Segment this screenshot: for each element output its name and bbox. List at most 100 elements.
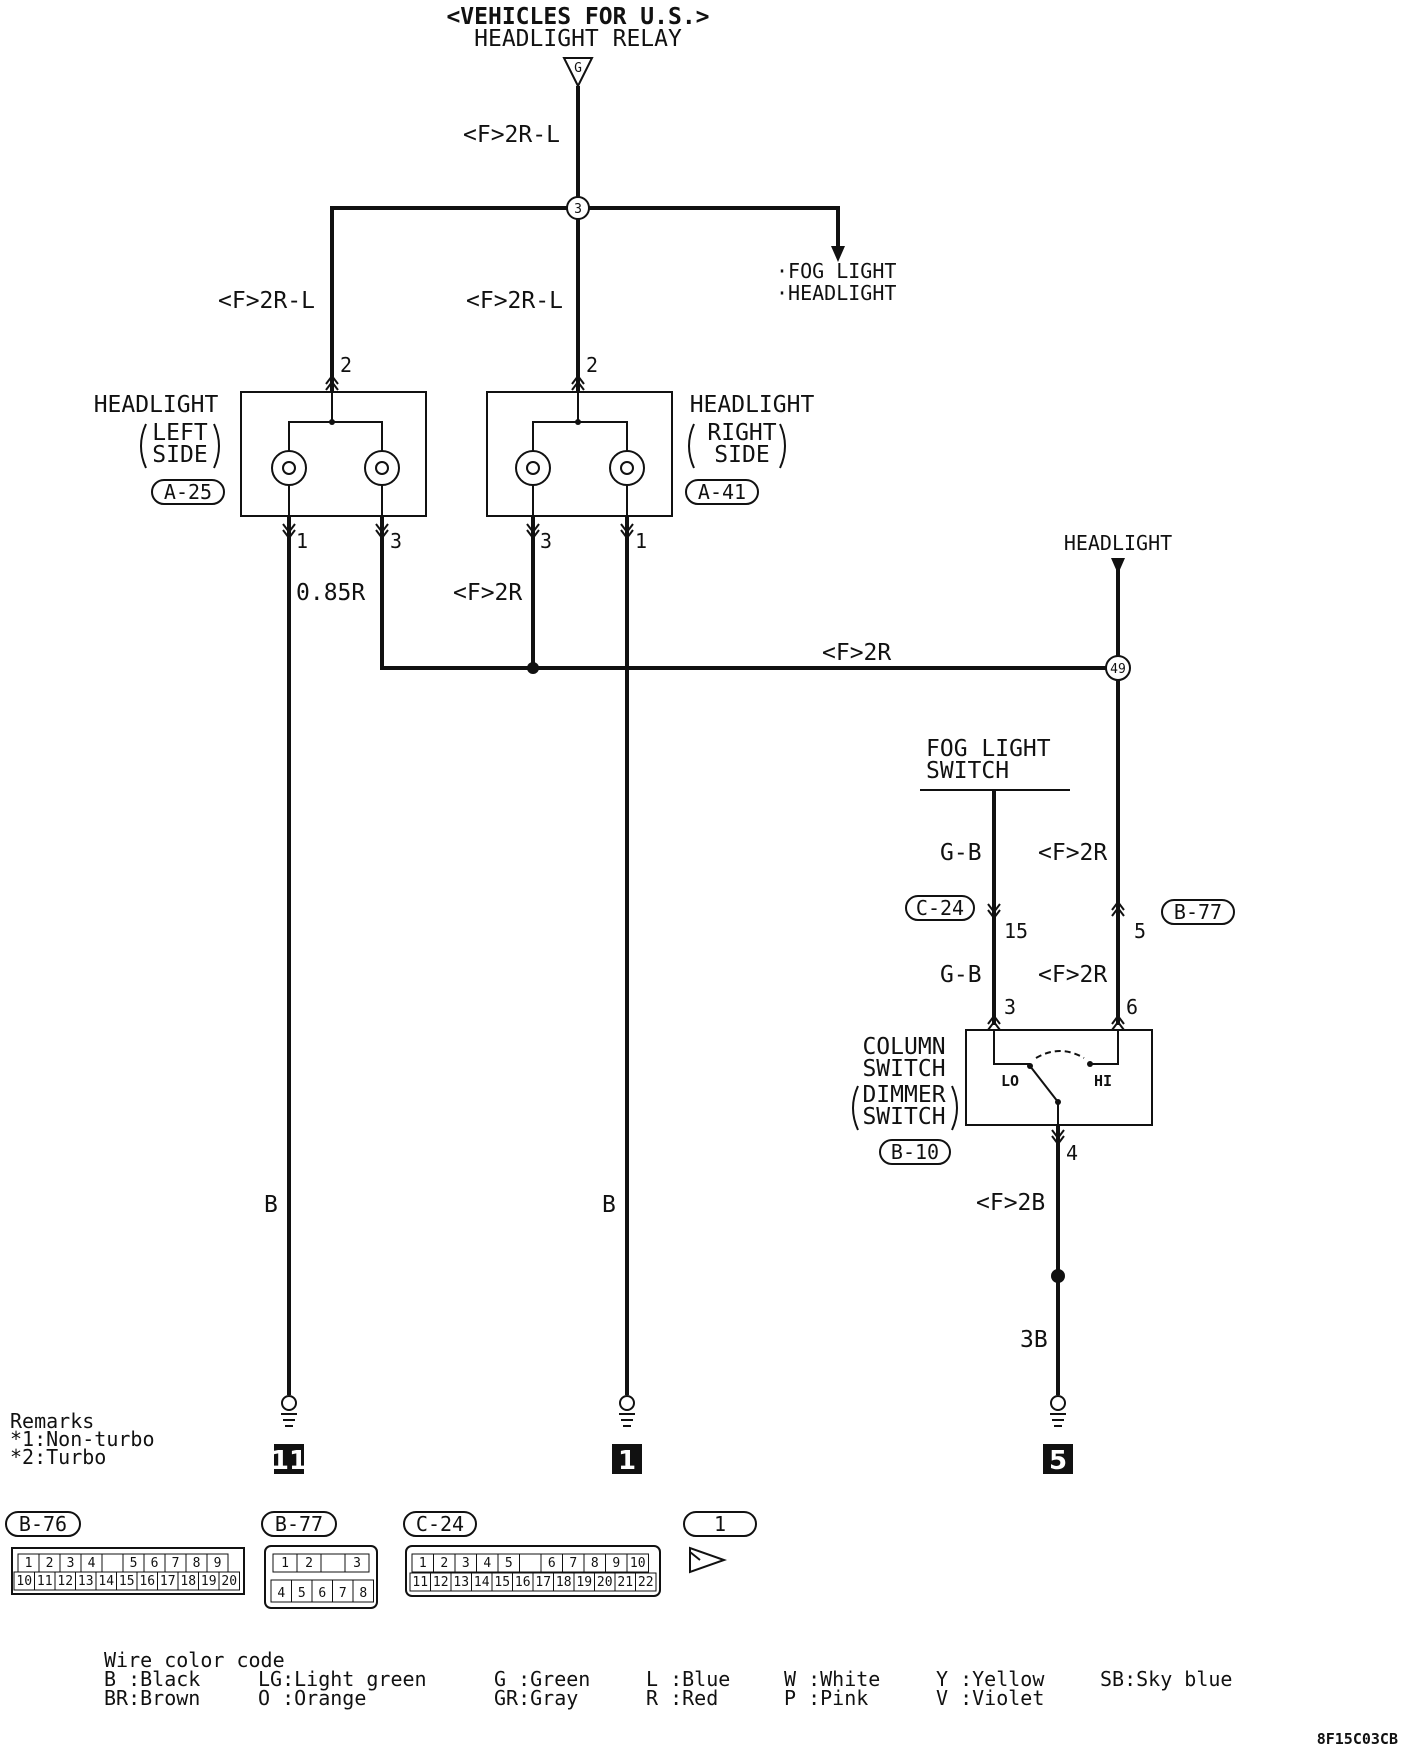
fog-light-switch: FOG LIGHT SWITCH C-24 B-77 15 5 — [905, 736, 1235, 943]
connector-pin: 14 — [474, 1575, 490, 1590]
svg-text:3: 3 — [1004, 995, 1016, 1019]
bulb-icon — [609, 450, 645, 486]
junction-3: 3 — [566, 196, 590, 220]
page-ref: 1 — [683, 1511, 757, 1574]
svg-text:R :Red: R :Red — [646, 1686, 718, 1710]
ground-point-icon — [274, 1444, 304, 1474]
svg-text:15: 15 — [1004, 919, 1028, 943]
connector-cell — [352, 1579, 374, 1603]
branch-fog: ·FOG LIGHT — [776, 259, 896, 283]
connector-pin: 8 — [193, 1556, 201, 1571]
svg-text:GR:Gray: GR:Gray — [494, 1686, 578, 1710]
wire-label: B — [602, 1192, 616, 1218]
connector-pin: 6 — [318, 1586, 326, 1601]
connector-pin: 3 — [462, 1556, 470, 1571]
svg-text:C-24: C-24 — [916, 896, 964, 920]
connector-pin: 5 — [130, 1556, 138, 1571]
connector-cell — [344, 1553, 370, 1573]
wire-label: <F>2R-L — [463, 122, 560, 148]
svg-text:SB:Sky blue: SB:Sky blue — [1100, 1667, 1232, 1691]
svg-text:4: 4 — [1066, 1141, 1078, 1165]
connector-pin: 21 — [617, 1575, 633, 1590]
svg-text:G: G — [574, 61, 582, 76]
triangle-arrow-icon — [689, 1546, 728, 1574]
connector-pin: 19 — [201, 1574, 217, 1589]
connector-pin: 9 — [612, 1556, 620, 1571]
wire-label: <F>2B — [976, 1190, 1045, 1216]
ground-right: 5 — [1043, 1395, 1073, 1476]
connector-pin: 9 — [214, 1556, 222, 1571]
svg-text:1: 1 — [714, 1512, 726, 1536]
connector-pin: 20 — [597, 1575, 613, 1590]
svg-text:SWITCH: SWITCH — [926, 758, 1009, 784]
connector-pin: 12 — [433, 1575, 449, 1590]
svg-text:2: 2 — [340, 353, 352, 377]
ground-center: 1 — [612, 1395, 642, 1476]
connector-pin: 2 — [440, 1556, 448, 1571]
wire-label: G-B — [940, 962, 982, 988]
connector-pin: 3 — [353, 1556, 361, 1571]
svg-text:5: 5 — [1049, 1446, 1067, 1476]
connector-cell — [320, 1553, 346, 1573]
svg-text:P :Pink: P :Pink — [784, 1686, 868, 1710]
wire-label: B — [264, 1192, 278, 1218]
relay-terminal: G — [562, 57, 594, 89]
connector-pin: 2 — [46, 1556, 54, 1571]
connector-pin: 17 — [160, 1574, 176, 1589]
wire-label: <F>2R — [1038, 840, 1107, 866]
wire-label: 3B — [1020, 1327, 1048, 1353]
connector-pin: 5 — [505, 1556, 513, 1571]
svg-text:1: 1 — [635, 529, 647, 553]
svg-text:DIMMER: DIMMER — [862, 1082, 945, 1108]
connector-cell — [101, 1553, 124, 1573]
connector-pin: 10 — [16, 1574, 32, 1589]
right-headlight: HEADLIGHT RIGHT SIDE A-41 2 3 1 — [486, 353, 814, 553]
svg-text:*2:Turbo: *2:Turbo — [10, 1445, 106, 1469]
bulb-icon — [364, 450, 400, 486]
svg-text:*1:Non-turbo: *1:Non-turbo — [10, 1427, 155, 1451]
svg-text:LO: LO — [1001, 1072, 1019, 1090]
connector-pin: 14 — [98, 1574, 114, 1589]
svg-text:Remarks: Remarks — [10, 1409, 94, 1433]
svg-text:HI: HI — [1094, 1072, 1112, 1090]
connector-pin: 20 — [221, 1574, 237, 1589]
connector-pin: 7 — [339, 1586, 347, 1601]
svg-text:A-25: A-25 — [164, 480, 212, 504]
wire-label: <F>2R — [1038, 962, 1107, 988]
wire-label: G-B — [940, 840, 982, 866]
bulb-icon — [515, 450, 551, 486]
svg-text:5: 5 — [1134, 919, 1146, 943]
junction-49: 49 — [1105, 655, 1131, 681]
connector-pin: 2 — [305, 1556, 313, 1571]
connector-pin: 1 — [419, 1556, 427, 1571]
connector-pin: 7 — [172, 1556, 180, 1571]
svg-text:V :Violet: V :Violet — [936, 1686, 1044, 1710]
document-code: 8F15C03CB — [1317, 1730, 1398, 1748]
svg-text:3: 3 — [390, 529, 402, 553]
svg-text:6: 6 — [1126, 995, 1138, 1019]
svg-text:1: 1 — [296, 529, 308, 553]
connector-pin: 10 — [630, 1556, 646, 1571]
svg-text:RIGHT: RIGHT — [707, 420, 776, 446]
svg-text:49: 49 — [1110, 662, 1126, 677]
connector-pin: 7 — [569, 1556, 577, 1571]
wire-label: <F>2R — [453, 580, 522, 606]
svg-text:3: 3 — [540, 529, 552, 553]
svg-text:SWITCH: SWITCH — [862, 1104, 945, 1130]
connector-pin: 17 — [535, 1575, 551, 1590]
left-headlight: HEADLIGHT LEFT SIDE A-25 2 1 3 — [94, 353, 427, 553]
svg-text:O :Orange: O :Orange — [258, 1686, 366, 1710]
headlight-ext-label: HEADLIGHT — [1064, 531, 1172, 555]
ground-left: 11 — [271, 1395, 307, 1476]
svg-text:FOG LIGHT: FOG LIGHT — [926, 736, 1051, 762]
svg-text:1: 1 — [618, 1446, 636, 1476]
svg-text:SIDE: SIDE — [714, 442, 769, 468]
connector-pin: 18 — [180, 1574, 196, 1589]
svg-text:Wire color code: Wire color code — [104, 1648, 285, 1672]
wire-label: <F>2R-L — [218, 288, 315, 314]
svg-text:B-10: B-10 — [891, 1140, 939, 1164]
connector-pin: 19 — [576, 1575, 592, 1590]
svg-text:BR:Brown: BR:Brown — [104, 1686, 200, 1710]
